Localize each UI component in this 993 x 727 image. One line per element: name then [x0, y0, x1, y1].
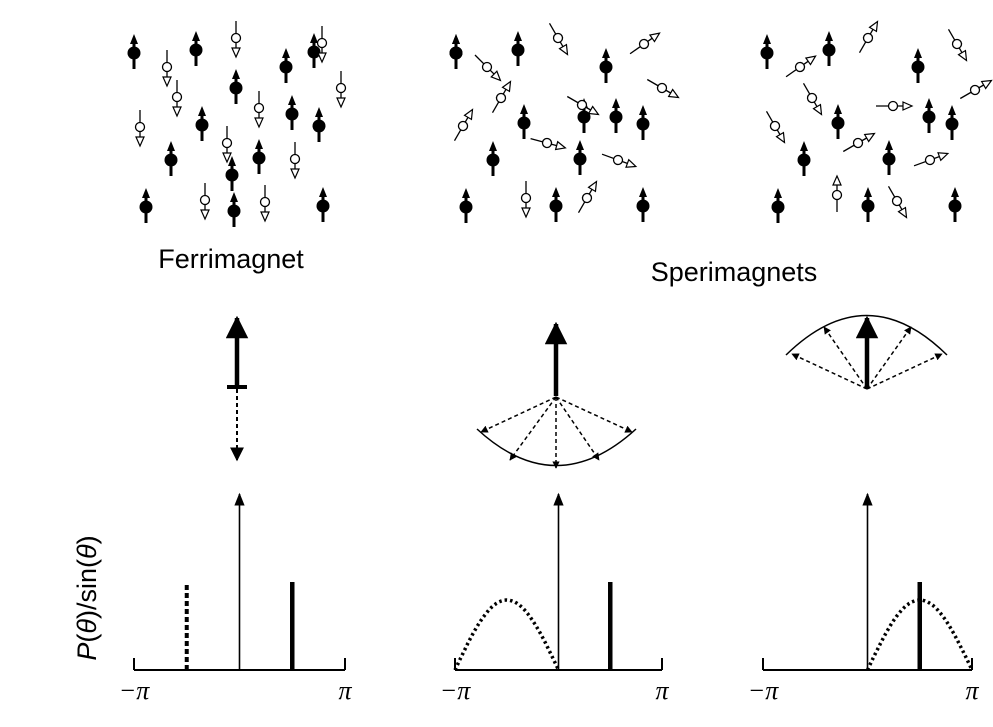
majority-spin: [636, 187, 650, 222]
majority-spin: [285, 95, 299, 130]
minority-spin: [858, 20, 879, 54]
distribution-panel-3: −π π: [748, 492, 979, 705]
minority-spin: [253, 91, 265, 129]
minority-spin: [199, 183, 211, 221]
minority-spin: [785, 55, 817, 78]
minority-spin: [876, 100, 914, 112]
dispersed-moment-arrows: [480, 396, 633, 469]
minority-spin: [221, 126, 233, 164]
distribution-panel-1: −π π: [119, 492, 352, 705]
minority-spin: [335, 71, 347, 109]
ferrimagnet-label: Ferrimagnet: [158, 244, 304, 274]
minority-spin: [601, 153, 638, 168]
minority-spin: [646, 78, 680, 99]
majority-spin: [229, 69, 243, 104]
majority-spin: [948, 187, 962, 222]
x-tick-label-max: π: [655, 676, 669, 705]
minority-distribution-hump: [865, 598, 974, 671]
x-tick-label-min: −π: [440, 676, 472, 705]
majority-spin: [517, 104, 531, 139]
minority-spin: [548, 22, 569, 56]
minority-spin: [577, 180, 598, 214]
majority-spin: [511, 31, 525, 66]
minority-spin: [959, 79, 993, 100]
dispersed-moment-arrows: [791, 326, 943, 390]
majority-spin: [822, 31, 836, 66]
spin-lattices: [127, 20, 993, 227]
x-tick-label-min: −π: [119, 676, 151, 705]
minority-spin: [520, 181, 532, 219]
sperimagnets-label: Sperimagnets: [651, 257, 818, 287]
majority-spin: [307, 33, 321, 68]
moment-cone-arc: [785, 314, 948, 356]
majority-spin: [911, 48, 925, 83]
majority-spin: [316, 187, 330, 222]
minority-spin: [289, 142, 301, 180]
majority-spin: [861, 187, 875, 222]
majority-spin: [797, 141, 811, 176]
majority-spin: [227, 192, 241, 227]
majority-spin: [599, 48, 613, 83]
majority-spin: [127, 34, 141, 69]
minority-spin: [474, 54, 502, 82]
minority-spin: [629, 32, 661, 55]
minority-spin: [831, 174, 843, 212]
majority-spin: [609, 98, 623, 133]
majority-spin: [252, 139, 266, 174]
minority-spin: [453, 108, 474, 142]
minority-distribution-hump: [453, 598, 561, 671]
minority-spin: [947, 28, 968, 62]
majority-spin: [449, 34, 463, 69]
x-tick-label-max: π: [965, 676, 979, 705]
minority-spin: [530, 137, 567, 151]
majority-spin: [573, 140, 587, 175]
minority-spin: [566, 95, 600, 116]
minority-spin: [259, 185, 271, 223]
majority-spin: [636, 105, 650, 140]
majority-spin: [831, 104, 845, 139]
majority-spin: [164, 141, 178, 176]
minority-spin: [913, 152, 950, 167]
minority-spin: [230, 21, 242, 59]
sperimagnet-moment-diagram-1: [476, 321, 637, 469]
majority-spin: [459, 188, 473, 223]
majority-spin: [771, 188, 785, 223]
majority-spin: [279, 48, 293, 83]
minority-spin: [171, 80, 183, 118]
majority-spin: [139, 188, 153, 223]
sperimagnet-moment-diagram-2: [785, 314, 948, 390]
x-tick-label-max: π: [338, 676, 352, 705]
minority-spin: [161, 50, 173, 88]
majority-spin: [945, 105, 959, 140]
distribution-panels: −π π −π π −π π: [119, 492, 979, 705]
minority-spin: [134, 110, 146, 148]
majority-spin: [882, 140, 896, 175]
distribution-panel-2: −π π: [440, 492, 669, 705]
majority-spin: [225, 156, 239, 191]
majority-spin: [195, 106, 209, 141]
minority-spin: [887, 185, 908, 219]
majority-spin: [312, 107, 326, 142]
majority-spin: [189, 31, 203, 66]
minority-spin: [316, 26, 328, 64]
majority-spin: [922, 98, 936, 133]
x-tick-label-min: −π: [748, 676, 780, 705]
minority-spin: [491, 80, 512, 114]
ferrimagnet-moment-diagram: [225, 315, 249, 462]
minority-spin: [842, 132, 876, 153]
minority-spin: [765, 110, 786, 144]
y-axis-label: P(θ)/sin(θ): [72, 535, 102, 660]
majority-spin: [549, 187, 563, 222]
majority-spin: [760, 34, 774, 69]
minority-spin: [802, 82, 823, 116]
majority-spin: [486, 141, 500, 176]
